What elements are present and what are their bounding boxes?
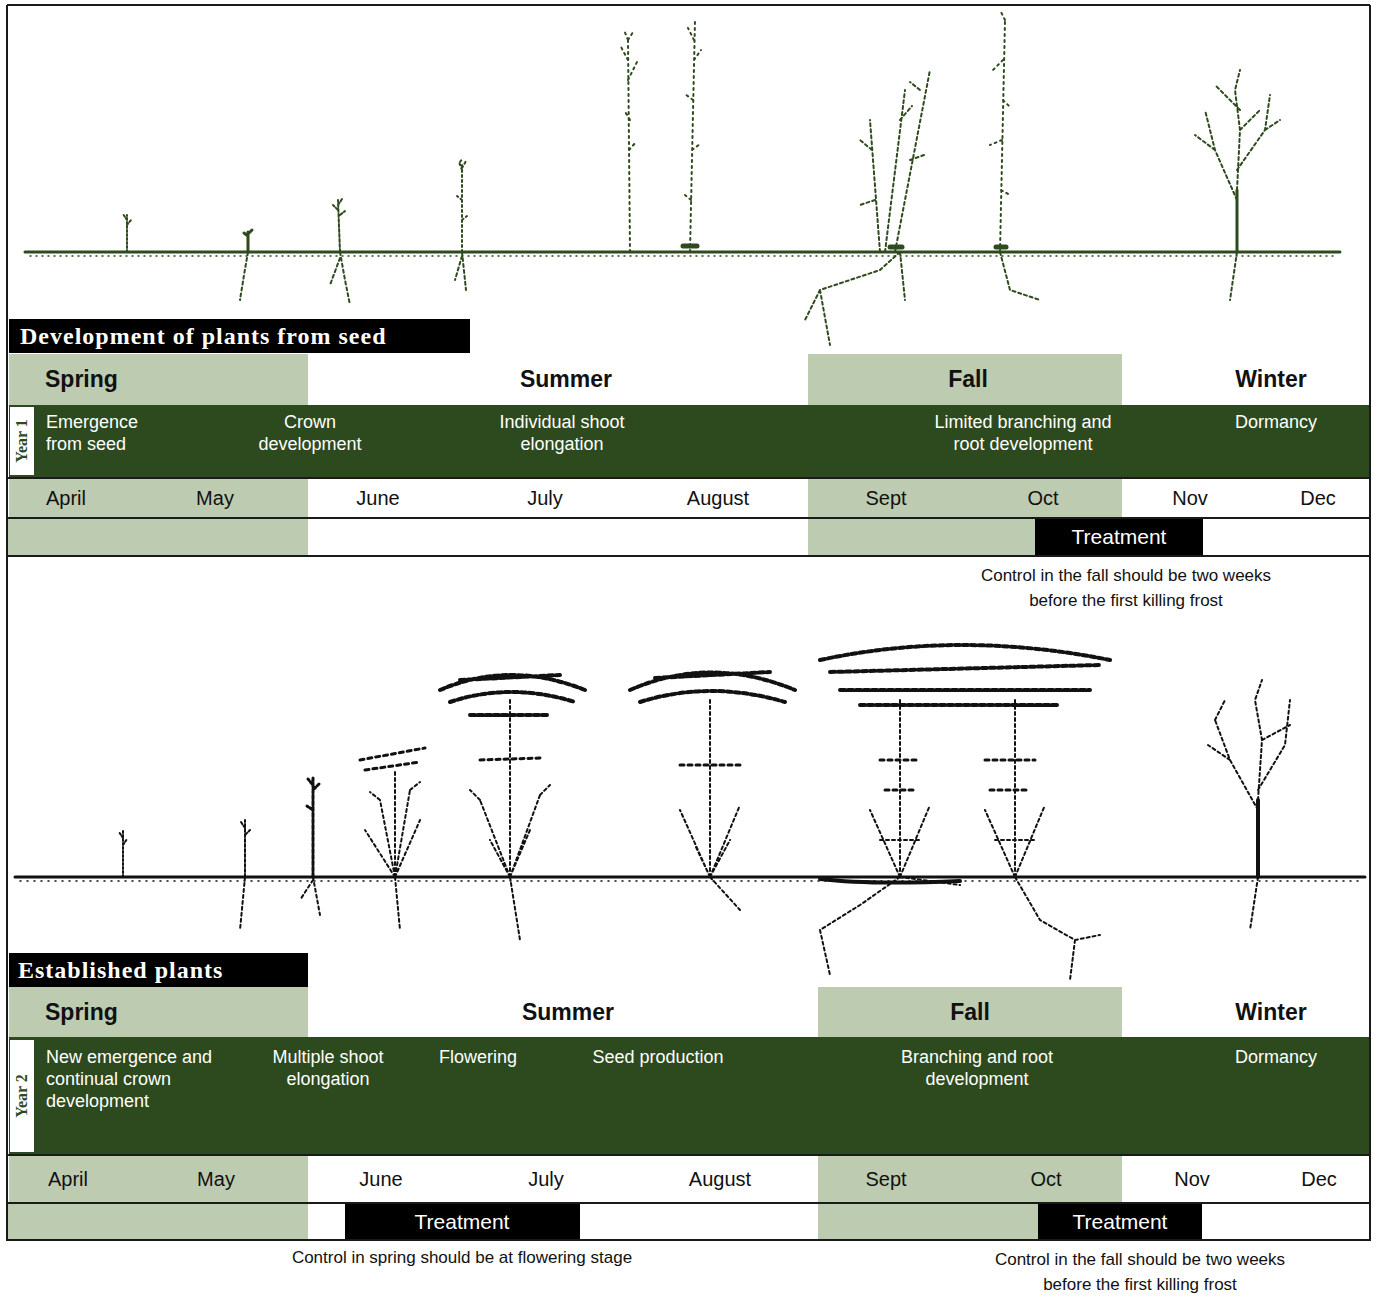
year-tab: Year 2 [10,1040,34,1152]
treatment-label: Treatment [1045,1204,1195,1239]
stage-text: Limited branching and root development [923,411,1123,455]
month-name: Oct [1006,1156,1086,1202]
season-name: Spring [45,354,245,405]
month-name: Oct [1003,479,1083,517]
season-cell: Fall [808,354,1122,405]
seedling-drawing [25,12,1340,345]
season-cell: Summer [308,987,818,1037]
established-plant-drawing [15,645,1365,980]
month-name: July [501,1156,591,1202]
season-name: Summer [468,987,668,1037]
month-cell: June July August [308,1156,818,1202]
season-cell: Winter [1122,987,1369,1037]
treatment-box: Treatment [345,1204,580,1239]
month-name: Sept [846,479,926,517]
season-cell: Summer [308,354,808,405]
stage-band: Emergence from seed Crown development Indi… [9,405,1369,477]
season-name: Fall [870,987,1070,1037]
season-cell: Winter [1122,354,1369,405]
stage-text: Flowering [423,1046,533,1068]
season-cell: Spring [9,987,308,1037]
heading-tab: Established plants [9,953,308,987]
stage-text: Seed production [578,1046,738,1068]
stage-text: Dormancy [1216,1046,1336,1068]
month-name: Dec [1279,1156,1359,1202]
month-name: June [333,479,423,517]
treatment-label: Treatment [362,1204,562,1239]
stage-text: Dormancy [1216,411,1336,433]
month-name: Nov [1152,1156,1232,1202]
season-name: Fall [868,354,1068,405]
month-cell: Nov Dec [1122,1156,1369,1202]
month-cell: April May [9,479,308,517]
month-name: May [171,1156,261,1202]
month-cell: Sept Oct [818,1156,1122,1202]
treatment-box: Treatment [1035,519,1203,555]
month-name: April [46,479,136,517]
month-name: June [336,1156,426,1202]
season-name: Spring [45,987,245,1037]
year-tab: Year 1 [10,407,34,475]
heading-text: Established plants [18,953,298,987]
month-name: April [48,1156,138,1202]
stage-text: Multiple shoot elongation [263,1046,393,1090]
note-text: Control in spring should be at flowering… [227,1245,697,1270]
heading-tab: Development of plants from seed [9,319,470,353]
stage-text: Emergence from seed [46,411,156,455]
stage-text: New emergence and continual crown develo… [46,1046,221,1112]
season-name: Winter [1181,354,1361,405]
heading-text: Development of plants from seed [20,319,460,353]
season-cell: Spring [9,354,308,405]
month-cell: April May [9,1156,308,1202]
year-label: Year 2 [14,1074,30,1118]
stage-text: Branching and root development [882,1046,1072,1090]
month-cell: Sept Oct [808,479,1122,517]
year-label: Year 1 [14,419,30,463]
month-name: May [170,479,260,517]
treatment-box: Treatment [1038,1204,1202,1239]
season-name: Summer [466,354,666,405]
note-text: Control in the fall should be two weeks … [985,1247,1295,1297]
season-name: Winter [1181,987,1361,1037]
month-cell: June July August [308,479,808,517]
treatment-label: Treatment [1044,519,1194,555]
month-cell: Nov Dec [1122,479,1369,517]
season-cell: Fall [818,987,1122,1037]
month-name: July [500,479,590,517]
month-name: Sept [846,1156,926,1202]
month-name: Dec [1278,479,1358,517]
stage-text: Crown development [250,411,370,455]
stage-band: New emergence and continual crown develo… [9,1037,1369,1154]
month-name: August [665,1156,775,1202]
note-text: Control in the fall should be two weeks … [971,563,1281,613]
frame [7,5,1370,1241]
stage-text: Individual shoot elongation [482,411,642,455]
month-name: Nov [1150,479,1230,517]
month-name: August [663,479,773,517]
